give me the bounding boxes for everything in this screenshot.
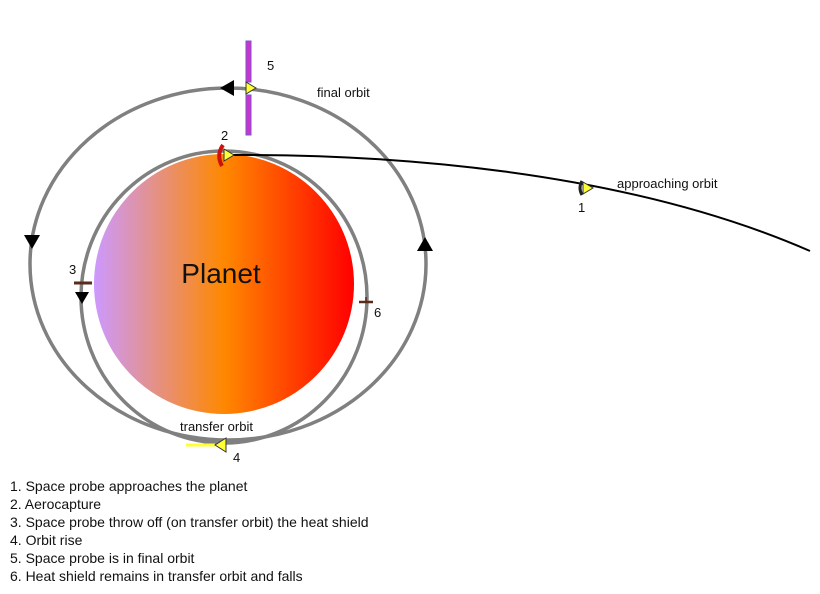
legend: 1. Space probe approaches the planet 2. …	[10, 477, 369, 585]
marker-4: 4	[233, 450, 240, 465]
legend-item: 2. Aerocapture	[10, 496, 102, 512]
marker-2: 2	[221, 128, 228, 143]
final-orbit-label: final orbit	[317, 85, 370, 100]
heat-shield-1	[578, 180, 584, 196]
direction-arrow-left	[24, 235, 40, 249]
legend-item: 1. Space probe approaches the planet	[10, 478, 248, 494]
probe-2	[223, 148, 235, 162]
marker-6: 6	[374, 305, 381, 320]
approaching-trajectory	[225, 153, 811, 252]
planet-label: Planet	[181, 258, 261, 289]
probe-1	[582, 181, 594, 195]
transfer-orbit-label: transfer orbit	[180, 419, 253, 434]
direction-arrow-right	[417, 237, 433, 251]
legend-item: 6. Heat shield remains in transfer orbit…	[10, 568, 303, 584]
direction-arrow-top	[220, 80, 234, 96]
solar-panel-bottom	[245, 94, 252, 136]
probe-5	[245, 81, 257, 95]
probe-4	[214, 437, 227, 453]
marker-3: 3	[69, 262, 76, 277]
marker-1: 1	[578, 200, 585, 215]
solar-panel-top	[245, 40, 252, 83]
legend-item: 4. Orbit rise	[10, 532, 83, 548]
planet	[94, 154, 354, 414]
heat-shield-2	[217, 143, 225, 167]
direction-arrow-transfer	[75, 292, 89, 304]
marker-5: 5	[267, 58, 274, 73]
approaching-orbit-label: approaching orbit	[617, 176, 718, 191]
legend-item: 5. Space probe is in final orbit	[10, 550, 195, 566]
legend-item: 3. Space probe throw off (on transfer or…	[10, 514, 369, 530]
